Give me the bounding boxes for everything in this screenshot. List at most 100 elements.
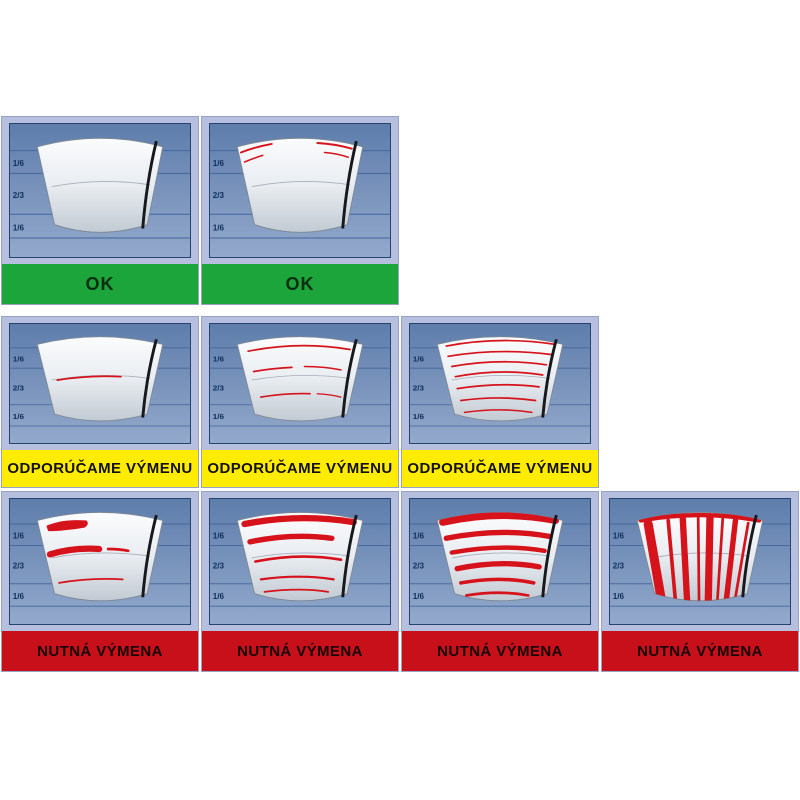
status-label: NUTNÁ VÝMENA [637, 642, 763, 660]
status-label: ODPORÚČAME VÝMENU [207, 460, 393, 477]
wear-pattern-single-line [56, 375, 122, 381]
status-label: ODPORÚČAME VÝMENU [7, 460, 193, 477]
wear-pattern-vertical-streaks [638, 512, 762, 601]
wear-cell-r3-c2: 1/6 2/3 1/6 NUTNÁ VÝMENA [201, 491, 399, 672]
windshield-fan [236, 137, 364, 233]
wiper-blade [341, 514, 358, 598]
wiper-blade [341, 338, 358, 418]
windshield-illustration: 1/6 2/3 1/6 [10, 324, 190, 443]
wear-mark [56, 375, 122, 381]
sweep-guide-line [451, 374, 551, 381]
scale-label-top: 1/6 [213, 355, 225, 364]
status-label-bar: NUTNÁ VÝMENA [2, 631, 198, 671]
panel-frame: 1/6 2/3 1/6 [202, 492, 398, 631]
panel: 1/6 2/3 1/6 [9, 323, 191, 444]
sweep-guide-line [651, 552, 751, 559]
wear-mark [454, 371, 544, 378]
scale-label-bottom: 1/6 [13, 222, 25, 232]
windshield-fan [36, 336, 164, 422]
panel-frame: 1/6 2/3 1/6 [402, 317, 598, 450]
wear-mark [696, 514, 701, 601]
wear-cell-r2-c2: 1/6 2/3 1/6 ODPORÚČAME VÝMENU [201, 316, 399, 488]
wiper-blade [141, 140, 158, 229]
wear-cell-r3-c1: 1/6 2/3 1/6 NUTNÁ VÝMENA [1, 491, 199, 672]
wear-mark [254, 555, 343, 563]
wear-mark [449, 545, 547, 555]
panel: 1/6 2/3 1/6 [9, 123, 191, 258]
panel-frame: 1/6 2/3 1/6 [202, 317, 398, 450]
panel-frame: 1/6 2/3 1/6 [602, 492, 798, 631]
fan-surface [36, 336, 164, 422]
windshield-illustration: 1/6 2/3 1/6 [10, 124, 190, 257]
wear-mark [106, 547, 130, 553]
sweep-guide-line [51, 552, 151, 559]
wear-mark [243, 154, 264, 163]
wear-mark [734, 521, 750, 599]
wear-pattern-light-smears [46, 520, 130, 584]
wiper-blade [341, 140, 358, 229]
scale-label-bottom: 1/6 [213, 222, 225, 232]
wear-row-3: 1/6 2/3 1/6 NUTNÁ VÝMENA [1, 491, 799, 672]
wear-mark [46, 545, 103, 558]
scale-label-bottom: 1/6 [13, 592, 25, 601]
windshield-illustration: 1/6 2/3 1/6 [210, 124, 390, 257]
scale-label-top: 1/6 [213, 531, 225, 540]
panel: 1/6 2/3 1/6 [209, 123, 391, 258]
wear-mark [450, 360, 548, 368]
wear-mark [323, 151, 349, 159]
windshield-fan [236, 336, 364, 422]
windshield-fan [36, 511, 164, 602]
scale-label-bottom: 1/6 [213, 592, 225, 601]
status-label-bar: ODPORÚČAME VÝMENU [202, 450, 398, 487]
sweep-guide-line [51, 374, 151, 381]
status-label-bar: ODPORÚČAME VÝMENU [402, 450, 598, 487]
wiper-blade [741, 514, 758, 598]
scale-label-middle: 2/3 [13, 384, 25, 393]
wear-mark [263, 588, 330, 593]
wear-mark [463, 409, 533, 414]
wear-mark [465, 591, 530, 597]
wear-mark [303, 365, 342, 371]
wear-mark [643, 519, 666, 601]
wear-pattern-edge-marks [240, 142, 353, 163]
wear-mark [443, 529, 553, 541]
windshield-illustration: 1/6 2/3 1/6 [210, 324, 390, 443]
wear-row-2: 1/6 2/3 1/6 ODPORÚČAME VÝMENU [1, 316, 599, 488]
wear-mark [259, 392, 311, 398]
wear-cell-r3-c3: 1/6 2/3 1/6 NUTNÁ VÝMENA [401, 491, 599, 672]
sweep-guide-line [251, 374, 351, 381]
fan-surface [236, 137, 364, 233]
wear-pattern-medium-smears [241, 515, 357, 593]
wear-mark [666, 518, 678, 601]
wear-mark [247, 344, 351, 353]
wear-mark [679, 514, 691, 601]
wear-mark [247, 533, 335, 545]
fan-surface [36, 511, 164, 602]
scale-label-middle: 2/3 [213, 562, 225, 571]
status-label: ODPORÚČAME VÝMENU [407, 460, 593, 477]
wear-cell-r2-c3: 1/6 2/3 1/6 ODPORÚČAME VÝMENU [401, 316, 599, 488]
wear-mark [46, 520, 88, 532]
wear-mark [459, 577, 536, 585]
status-label-bar: OK [202, 264, 398, 304]
scale-label-top: 1/6 [413, 355, 425, 364]
panel-frame: 1/6 2/3 1/6 [202, 117, 398, 264]
scale-label-middle: 2/3 [413, 562, 425, 571]
wear-mark [447, 350, 553, 358]
scale-label-middle: 2/3 [13, 562, 25, 571]
wear-row-1: 1/6 2/3 1/6 OK [1, 116, 399, 305]
scale-label-top: 1/6 [413, 531, 425, 540]
wear-cell-r1-c2: 1/6 2/3 1/6 OK [201, 116, 399, 305]
scale-label-middle: 2/3 [213, 384, 225, 393]
panel: 1/6 2/3 1/6 [409, 323, 591, 444]
wear-mark [316, 393, 342, 398]
scale-label-top: 1/6 [213, 158, 225, 168]
wear-mark [259, 575, 335, 581]
wear-mark [445, 339, 557, 347]
sweep-guide-line [251, 552, 351, 559]
wear-cell-r2-c1: 1/6 2/3 1/6 ODPORÚČAME VÝMENU [1, 316, 199, 488]
scale-label-bottom: 1/6 [413, 412, 425, 421]
wear-mark [715, 517, 725, 601]
status-label-bar: ODPORÚČAME VÝMENU [2, 450, 198, 487]
